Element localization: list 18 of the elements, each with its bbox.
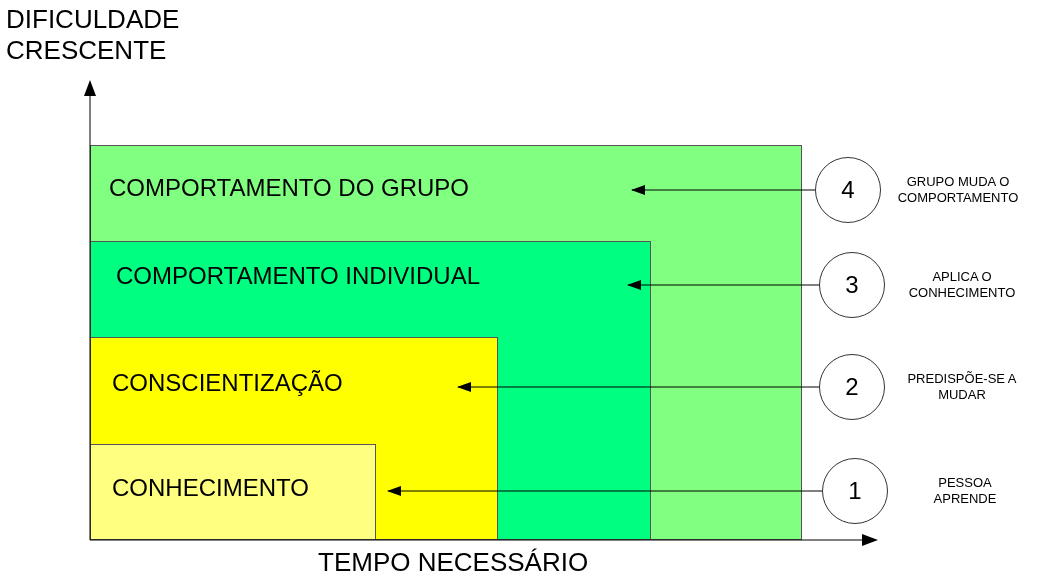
arrow (457, 382, 820, 392)
level-box (90, 337, 498, 540)
arrow (627, 280, 820, 290)
step-description: GRUPO MUDA O COMPORTAMENTO (896, 174, 1020, 206)
level-box (90, 241, 651, 540)
arrow (631, 185, 816, 195)
step-description: PESSOA APRENDE (932, 475, 998, 507)
level-box (90, 145, 802, 540)
level-label: COMPORTAMENTO INDIVIDUAL (116, 264, 481, 288)
level-label: COMPORTAMENTO DO GRUPO (109, 176, 470, 200)
step-description: APLICA O CONHECIMENTO (907, 269, 1017, 301)
level-label: CONHECIMENTO (112, 476, 309, 500)
level-label: CONSCIENTIZAÇÃO (112, 371, 343, 395)
axis-label: TEMPO NECESSÁRIO (318, 547, 589, 577)
arrow (387, 486, 823, 496)
axis-label: DIFICULDADE CRESCENTE (6, 4, 181, 66)
step-description: PREDISPÕE-SE A MUDAR (906, 371, 1018, 403)
level-box (90, 444, 376, 540)
